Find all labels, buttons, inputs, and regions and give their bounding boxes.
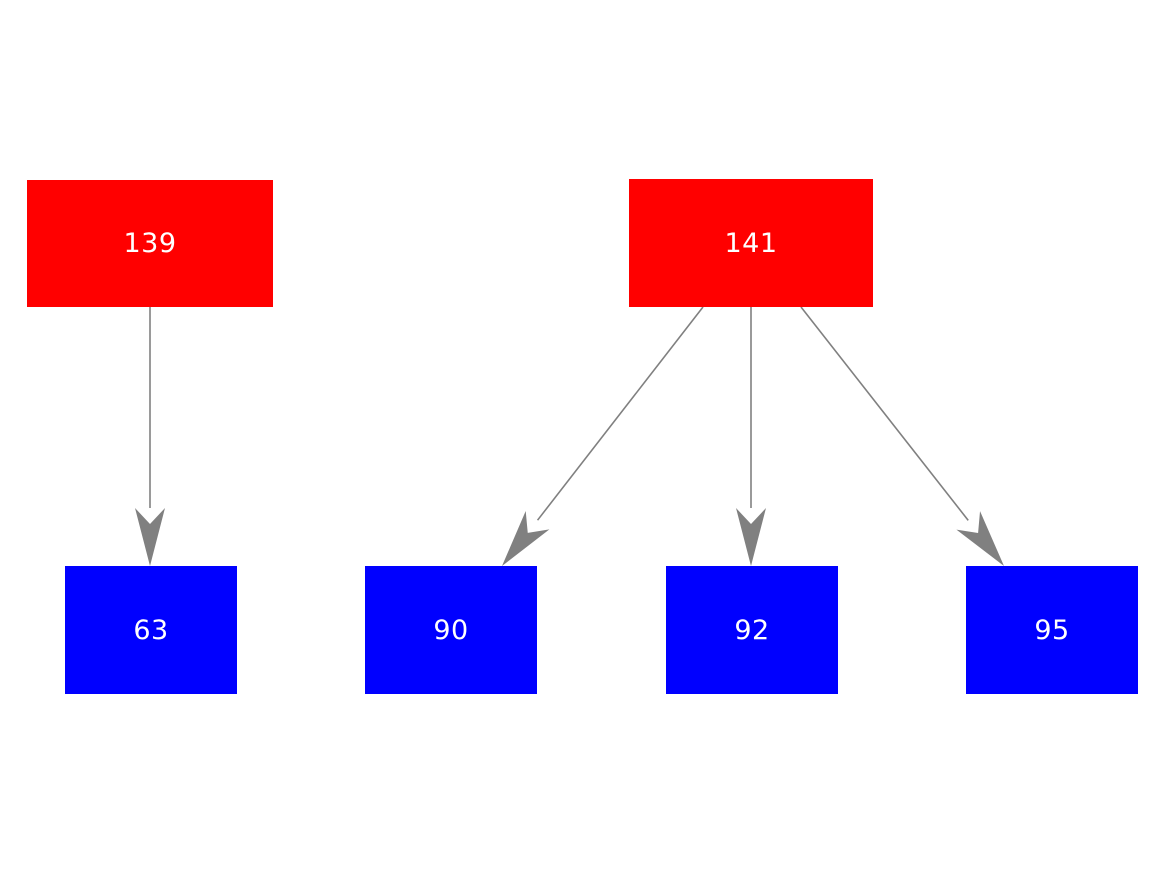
edge-arrowhead <box>135 508 165 566</box>
node-label: 139 <box>123 228 177 259</box>
node-label: 95 <box>1034 614 1070 646</box>
graph-node-139[interactable]: 139 <box>27 180 273 307</box>
edge-arrowhead <box>736 508 766 566</box>
graph-edge <box>736 307 766 566</box>
graph-node-90[interactable]: 90 <box>365 566 537 694</box>
node-label: 90 <box>433 614 469 646</box>
graph-node-63[interactable]: 63 <box>65 566 237 694</box>
node-label: 63 <box>133 614 169 646</box>
node-label: 92 <box>734 614 770 646</box>
edge-arrowhead <box>956 511 1004 566</box>
edge-line <box>800 306 969 521</box>
graph-edge <box>800 306 1004 566</box>
edge-line <box>536 306 704 521</box>
graph-edge <box>502 306 704 566</box>
edge-arrowhead <box>502 510 550 566</box>
graph-node-95[interactable]: 95 <box>966 566 1138 694</box>
graph-edge <box>135 307 165 566</box>
graph-node-141[interactable]: 141 <box>629 179 873 307</box>
node-label: 141 <box>724 227 778 259</box>
graph-node-92[interactable]: 92 <box>666 566 838 694</box>
